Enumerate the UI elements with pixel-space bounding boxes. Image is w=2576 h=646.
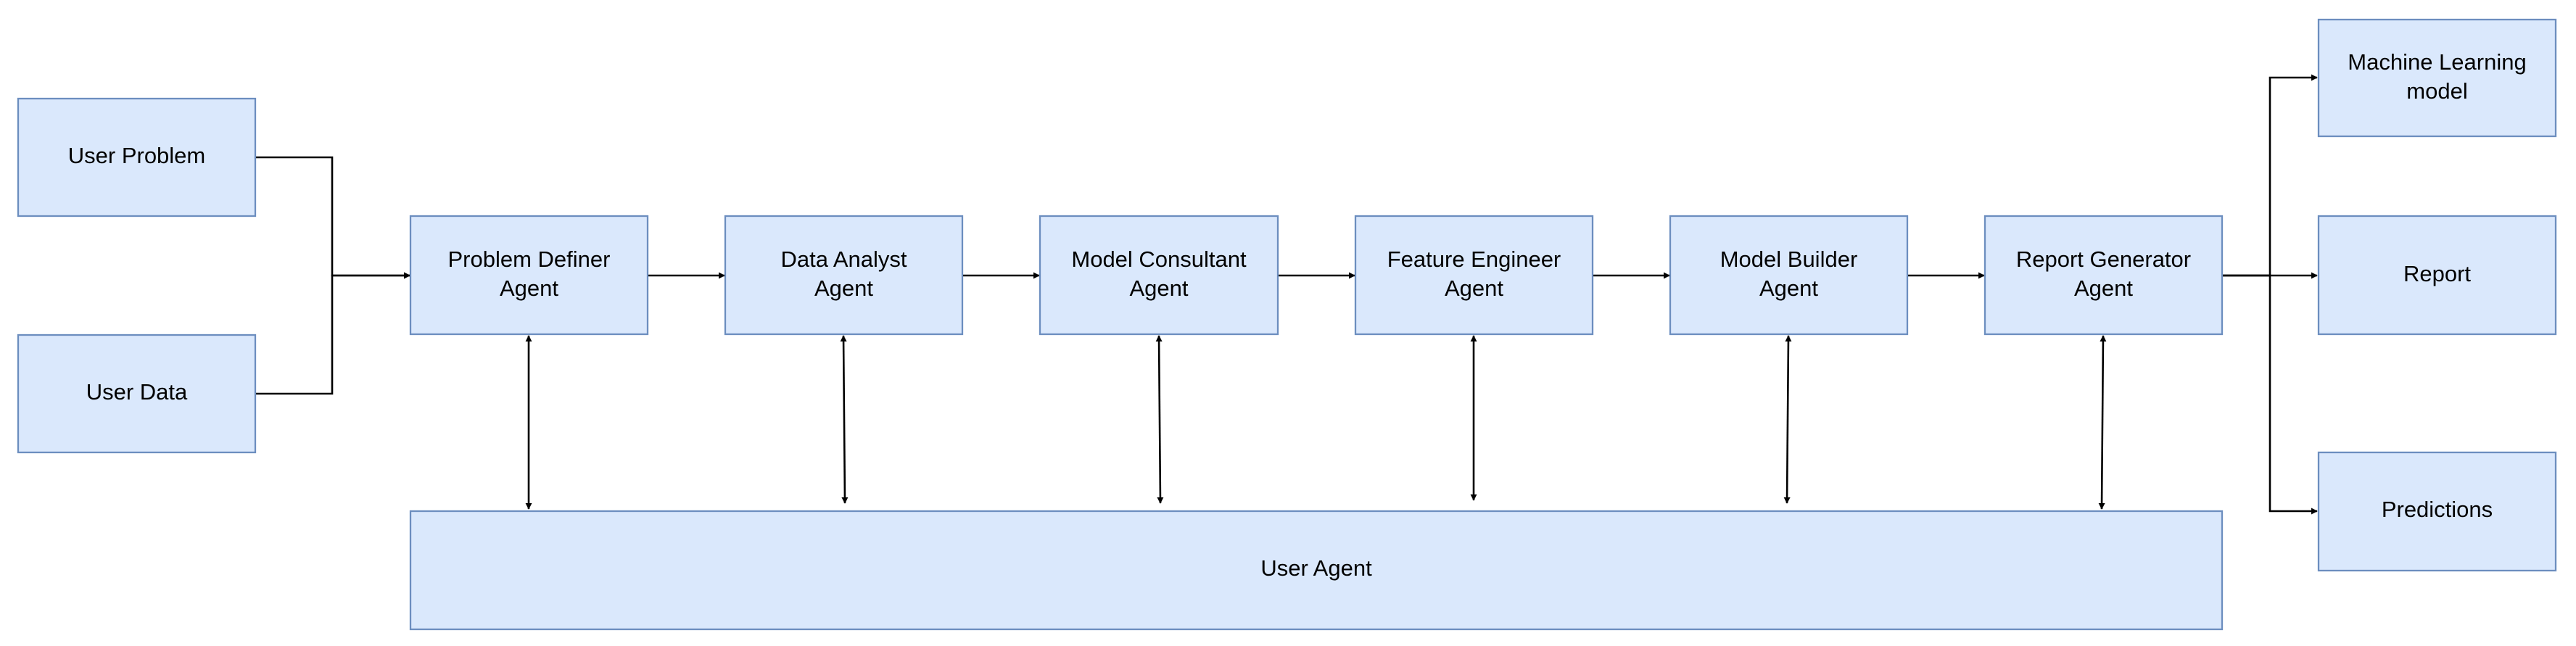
model-consultant-agent-box: Model Consultant Agent: [1039, 215, 1279, 336]
edge-model-builder-user-agent: [1783, 335, 1792, 504]
model-builder-label-line2: Agent: [1759, 276, 1818, 301]
predictions-label: Predictions: [2382, 497, 2493, 522]
data-analyst-agent-box: Data Analyst Agent: [724, 215, 964, 336]
machine-learning-model-box: Machine Learning model: [2317, 18, 2557, 138]
model-builder-agent-box: Model Builder Agent: [1669, 215, 1909, 336]
feature-engineer-label-line1: Feature Engineer: [1387, 247, 1561, 272]
edge-report-generator-to-predictions: [2222, 274, 2318, 515]
problem-definer-label-line1: Problem Definer: [448, 247, 611, 272]
report-generator-agent-box: Report Generator Agent: [1983, 215, 2224, 336]
user-agent-label: User Agent: [1260, 555, 1372, 581]
ml-model-label-line2: model: [2406, 78, 2467, 104]
user-problem-label: User Problem: [68, 143, 206, 168]
report-label: Report: [2403, 261, 2471, 286]
edges: [255, 74, 2318, 515]
report-generator-label-line1: Report Generator: [2016, 247, 2191, 272]
problem-definer-label-line2: Agent: [500, 276, 558, 301]
user-data-label: User Data: [86, 379, 188, 405]
user-agent-box: User Agent: [409, 510, 2224, 631]
edge-report-generator-to-ml-model: [2222, 74, 2318, 277]
problem-definer-agent-box: Problem Definer Agent: [409, 215, 649, 336]
model-consultant-label-line1: Model Consultant: [1071, 247, 1247, 272]
user-data-box: User Data: [17, 334, 257, 454]
feature-engineer-label-line2: Agent: [1445, 276, 1503, 301]
edge-model-consultant-user-agent: [1155, 335, 1164, 504]
predictions-box: Predictions: [2317, 451, 2557, 572]
user-problem-box: User Problem: [17, 97, 257, 218]
report-generator-label-line2: Agent: [2074, 276, 2133, 301]
report-box: Report: [2317, 215, 2557, 336]
edge-user-problem-to-problem-definer: [255, 156, 410, 279]
model-builder-label-line1: Model Builder: [1720, 247, 1858, 272]
model-consultant-label-line2: Agent: [1129, 276, 1188, 301]
data-analyst-label-line2: Agent: [814, 276, 873, 301]
edge-user-data-to-problem-definer: [255, 272, 410, 395]
ml-model-label-line1: Machine Learning: [2348, 49, 2526, 75]
data-analyst-label-line1: Data Analyst: [780, 247, 907, 272]
edge-report-generator-user-agent: [2098, 335, 2107, 510]
feature-engineer-agent-box: Feature Engineer Agent: [1354, 215, 1594, 336]
edge-data-analyst-user-agent: [840, 335, 849, 504]
